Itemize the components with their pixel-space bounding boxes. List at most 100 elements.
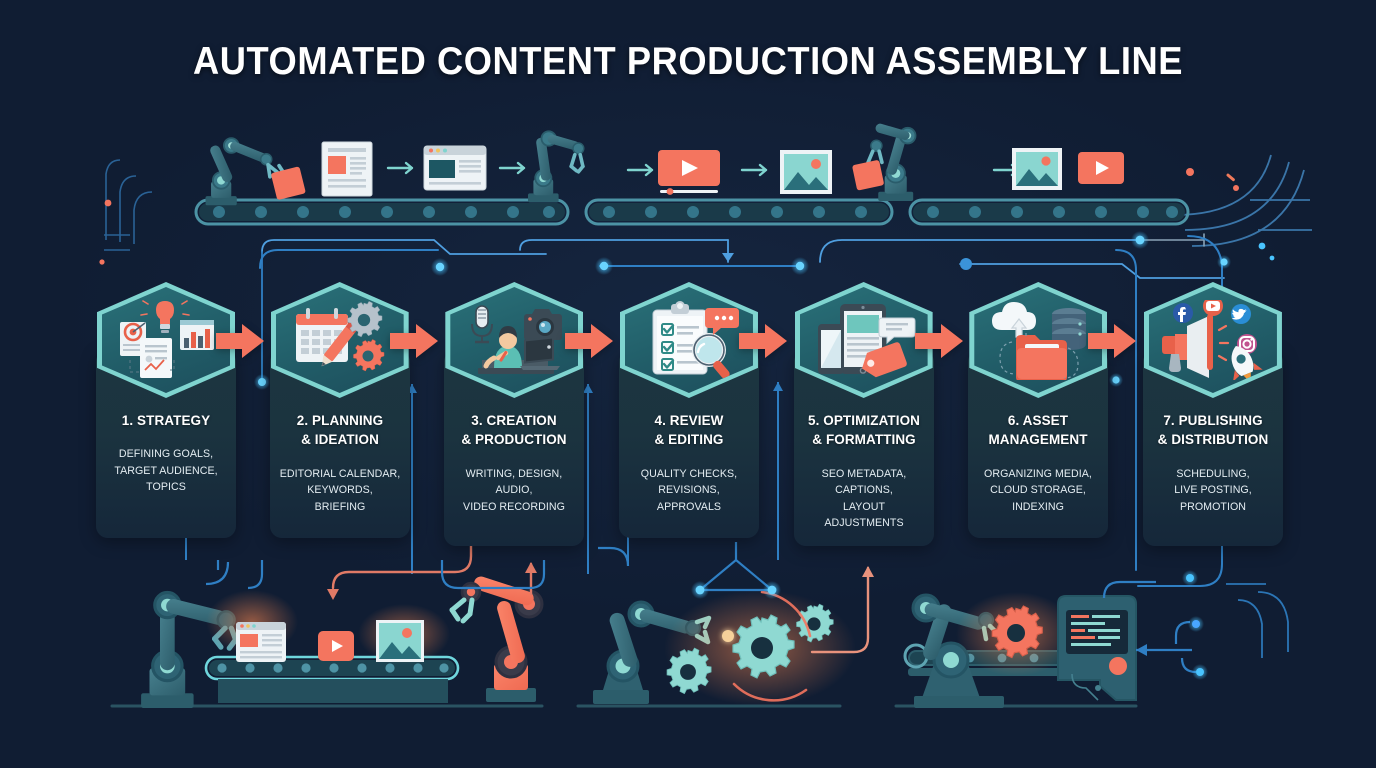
incoming-data-lines [1102, 580, 1197, 674]
step-hexagon [1143, 282, 1282, 398]
lightbulb-target-chart-icon [120, 300, 214, 378]
circuit-traces-bottom-right [1226, 583, 1289, 658]
megaphone-icon [1161, 314, 1230, 378]
step-title: 2. PLANNING& IDEATION [296, 413, 383, 449]
clipboard-checklist-magnifier-icon [652, 301, 739, 379]
step-description: QUALITY CHECKS,REVISIONS,APPROVALS [640, 467, 738, 513]
microphone-icon [471, 305, 494, 344]
process-feedback-arrow-middle [810, 566, 870, 654]
creator-laptop-mic-camera-icon [471, 305, 563, 374]
step-hexagon [794, 282, 933, 398]
process-steps: 1. STRATEGY DEFINING GOALS,TARGET AUDIEN… [96, 282, 1284, 552]
page-title: AUTOMATED CONTENT PRODUCTION ASSEMBLY LI… [192, 40, 1184, 83]
video-player-icon [318, 631, 354, 661]
text-bubble-icon [878, 317, 916, 345]
control-terminal-icon [1057, 595, 1137, 701]
flow-arrow-icon [740, 163, 768, 177]
camera-icon [524, 309, 563, 340]
youtube-icon [1202, 300, 1223, 316]
step-creation-production[interactable]: 3. CREATION& PRODUCTION WRITING, DESIGN,… [443, 282, 614, 552]
image-frame-icon [1012, 148, 1062, 190]
image-frame-icon [376, 620, 424, 662]
flow-arrow-icon [386, 161, 414, 175]
circuit-node [99, 259, 105, 265]
video-player-icon [1078, 152, 1124, 184]
flow-arrow-icon [738, 324, 787, 358]
flow-arrow-icon [992, 163, 1020, 177]
step-title: 3. CREATION& PRODUCTION [461, 413, 567, 449]
step-title: 4. REVIEW& EDITING [654, 413, 724, 449]
person-icon [483, 326, 523, 369]
phone-icon [817, 324, 844, 374]
step-planning-ideation[interactable]: 2. PLANNING& IDEATION EDITORIAL CALENDAR… [269, 282, 438, 552]
step-description: DEFINING GOALS,TARGET AUDIENCE,TOPICS [114, 448, 218, 494]
circuit-node-glow [431, 231, 1231, 276]
step-card[interactable]: 5. OPTIMIZATION& FORMATTING SEO METADATA… [793, 350, 934, 546]
circuit-traces-right [1174, 154, 1312, 247]
video-player-icon [658, 150, 720, 195]
browser-window-icon [236, 622, 286, 662]
step-publishing-distribution[interactable]: 7. PUBLISHING& DISTRIBUTION SCHEDULING,L… [1142, 282, 1284, 552]
step-hexagon [619, 282, 758, 398]
robot-arm-icon [528, 130, 585, 203]
step-description: ORGANIZING MEDIA,CLOUD STORAGE,INDEXING [984, 467, 1093, 513]
image-frame-icon [780, 150, 832, 194]
data-routing-lines [205, 560, 546, 590]
robot-arm-icon [141, 590, 239, 708]
browser-window-icon [423, 145, 487, 191]
robot-arm-icon [852, 123, 917, 201]
step-description: SEO METADATA,CAPTIONS,LAYOUT ADJUSTMENTS [821, 467, 906, 530]
facebook-icon [1172, 303, 1193, 323]
comment-bubble-icon [704, 308, 739, 335]
flow-arrow-icon [498, 161, 526, 175]
incoming-data-nodes [1182, 570, 1208, 680]
step-title: 1. STRATEGY [121, 413, 211, 429]
tablet-phone-tag-icon [817, 304, 916, 378]
flow-arrow-icon [1088, 324, 1137, 358]
twitter-icon [1230, 304, 1251, 324]
bottom-conveyor-left [204, 655, 460, 703]
cloud-upload-icon [992, 302, 1037, 338]
gear-arc-highlight [732, 590, 812, 702]
step-hexagon [445, 282, 584, 398]
step-optimization-formatting[interactable]: 5. OPTIMIZATION& FORMATTING SEO METADATA… [793, 282, 963, 552]
flow-arrow-icon [216, 324, 264, 358]
circuit-traces-left [104, 159, 153, 251]
rocket-icon [1231, 346, 1263, 380]
step-description: EDITORIAL CALENDAR,KEYWORDS,BRIEFING [279, 467, 400, 513]
step-strategy[interactable]: 1. STRATEGY DEFINING GOALS,TARGET AUDIEN… [96, 282, 264, 552]
data-bus-nodes [691, 581, 781, 599]
laptop-icon [520, 336, 561, 370]
top-conveyor-belt-2 [584, 198, 894, 226]
top-conveyor-belt-3 [908, 198, 1190, 226]
cloud-database-folder-icon [992, 302, 1087, 380]
step-description: WRITING, DESIGN,AUDIO,VIDEO RECORDING [463, 467, 566, 513]
megaphone-social-rocket-icon [1161, 300, 1263, 380]
document-icon [321, 141, 373, 197]
folder-icon [1016, 335, 1068, 380]
flow-arrow-icon [626, 163, 654, 177]
database-icon [1052, 308, 1087, 350]
top-conveyor-belt-1 [194, 198, 570, 226]
step-hexagon [969, 282, 1108, 398]
magnifier-icon [691, 333, 730, 379]
robot-arm-icon [911, 593, 1006, 708]
orange-gear-icon [991, 605, 1043, 659]
step-review-editing[interactable]: 4. REVIEW& EDITING QUALITY CHECKS,REVISI… [618, 282, 787, 552]
step-hexagon [270, 282, 409, 398]
calendar-pencil-gears-icon [295, 301, 384, 372]
flow-arrow-icon [914, 324, 963, 358]
tag-icon [861, 342, 907, 378]
gear-cluster-icon [666, 603, 834, 695]
robot-arm-orange-icon [449, 576, 544, 702]
step-title: 7. PUBLISHING& DISTRIBUTION [1157, 413, 1269, 449]
flow-arrow-icon [565, 324, 614, 358]
flow-arrow-icon [722, 253, 734, 262]
bottom-conveyor-right [903, 643, 1108, 676]
step-description: SCHEDULING,LIVE POSTING,PROMOTION [1174, 467, 1252, 513]
robot-arm-icon [205, 137, 306, 206]
circuit-node [104, 199, 112, 207]
